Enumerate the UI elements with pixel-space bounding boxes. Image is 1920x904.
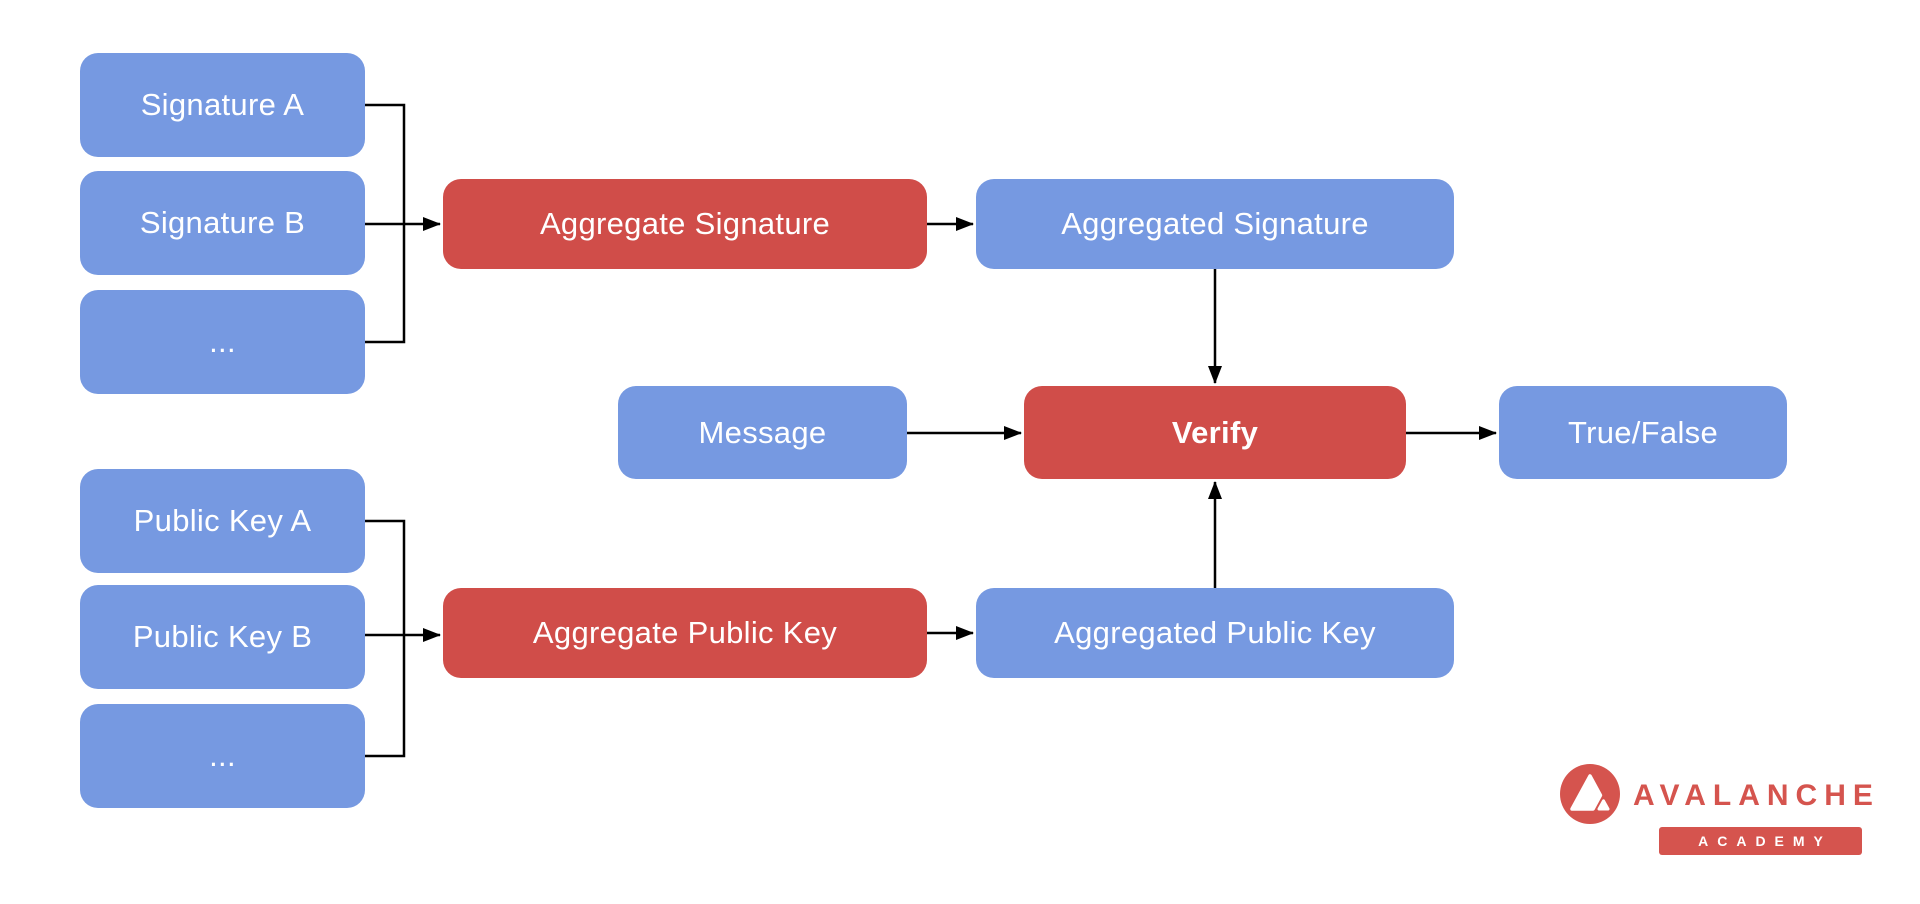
bracket-public-keys — [365, 519, 406, 758]
node-label: Aggregate Signature — [539, 206, 831, 241]
node-signature-a: Signature A — [80, 53, 365, 157]
node-label: ... — [209, 738, 236, 773]
node-verify: Verify — [1024, 386, 1406, 479]
node-label: Public Key B — [132, 619, 313, 654]
node-label: ... — [209, 324, 236, 359]
node-label: True/False — [1567, 414, 1718, 450]
node-label: Signature B — [139, 205, 306, 240]
node-label: Public Key A — [133, 503, 312, 538]
node-label: Aggregated Public Key — [1054, 615, 1376, 650]
node-signature-b: Signature B — [80, 171, 365, 275]
avalanche-wordmark: AVALANCHE — [1633, 779, 1880, 812]
node-aggregated-public-key: Aggregated Public Key — [976, 588, 1454, 678]
avalanche-logo-icon — [1560, 764, 1620, 824]
node-label: Signature A — [140, 87, 305, 122]
node-aggregate-public-key: Aggregate Public Key — [443, 588, 927, 678]
node-aggregate-signature: Aggregate Signature — [443, 179, 927, 269]
node-label: Aggregate Public Key — [532, 615, 838, 650]
node-label: Message — [698, 414, 827, 450]
node-public-key-a: Public Key A — [80, 469, 365, 573]
node-public-key-b: Public Key B — [80, 585, 365, 689]
node-true-false: True/False — [1499, 386, 1787, 479]
node-label: Aggregated Signature — [1061, 206, 1369, 241]
node-aggregated-signature: Aggregated Signature — [976, 179, 1454, 269]
node-message: Message — [618, 386, 907, 479]
bracket-signatures — [365, 103, 406, 344]
node-public-key-more: ... — [80, 704, 365, 808]
academy-badge-label: ACADEMY — [1698, 833, 1832, 849]
node-label: Verify — [1171, 414, 1259, 450]
academy-badge: ACADEMY — [1659, 827, 1862, 855]
node-signature-more: ... — [80, 290, 365, 394]
